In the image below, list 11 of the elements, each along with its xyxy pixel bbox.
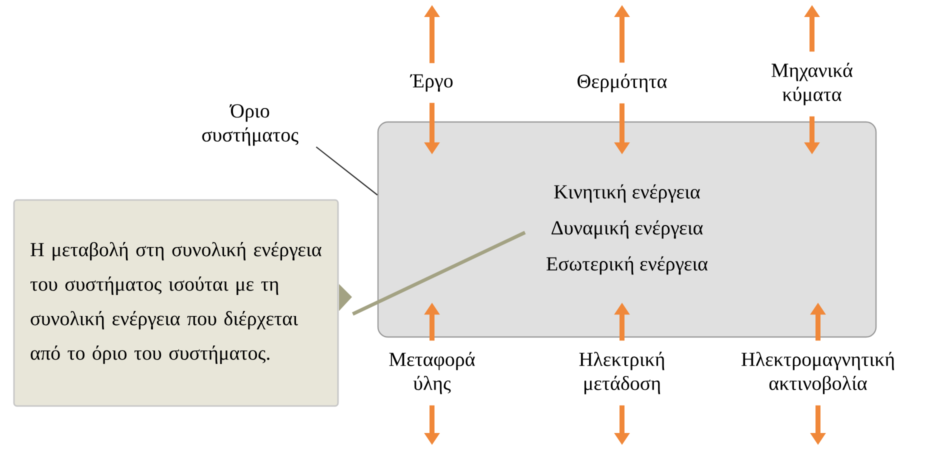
system-box: Κινητική ενέργεια Δυναμική ενέργεια Εσωτερική ενέργεια [377, 121, 877, 338]
flow-label: Μηχανικά κύματα [772, 62, 853, 106]
flow-label: Ηλεκτρική μετάδοση [579, 352, 664, 394]
flow-label: Έργο [410, 74, 453, 92]
leader-line [352, 230, 526, 316]
callout-box: Η μεταβολή στη συνολική ενέργεια του συστήματος ισούται με τη συνολική ενέργεια που διέρχεται από το όριο του συστήματος. [13, 199, 352, 407]
boundary-label: Όριο συστήματος [202, 104, 298, 146]
flow-label: Ηλεκτρομαγνητική ακτινοβολία [742, 352, 894, 394]
flow-label: Θερμότητα [578, 74, 667, 92]
flow-label: Μεταφορά ύλης [389, 352, 475, 394]
leader-line [316, 146, 378, 196]
